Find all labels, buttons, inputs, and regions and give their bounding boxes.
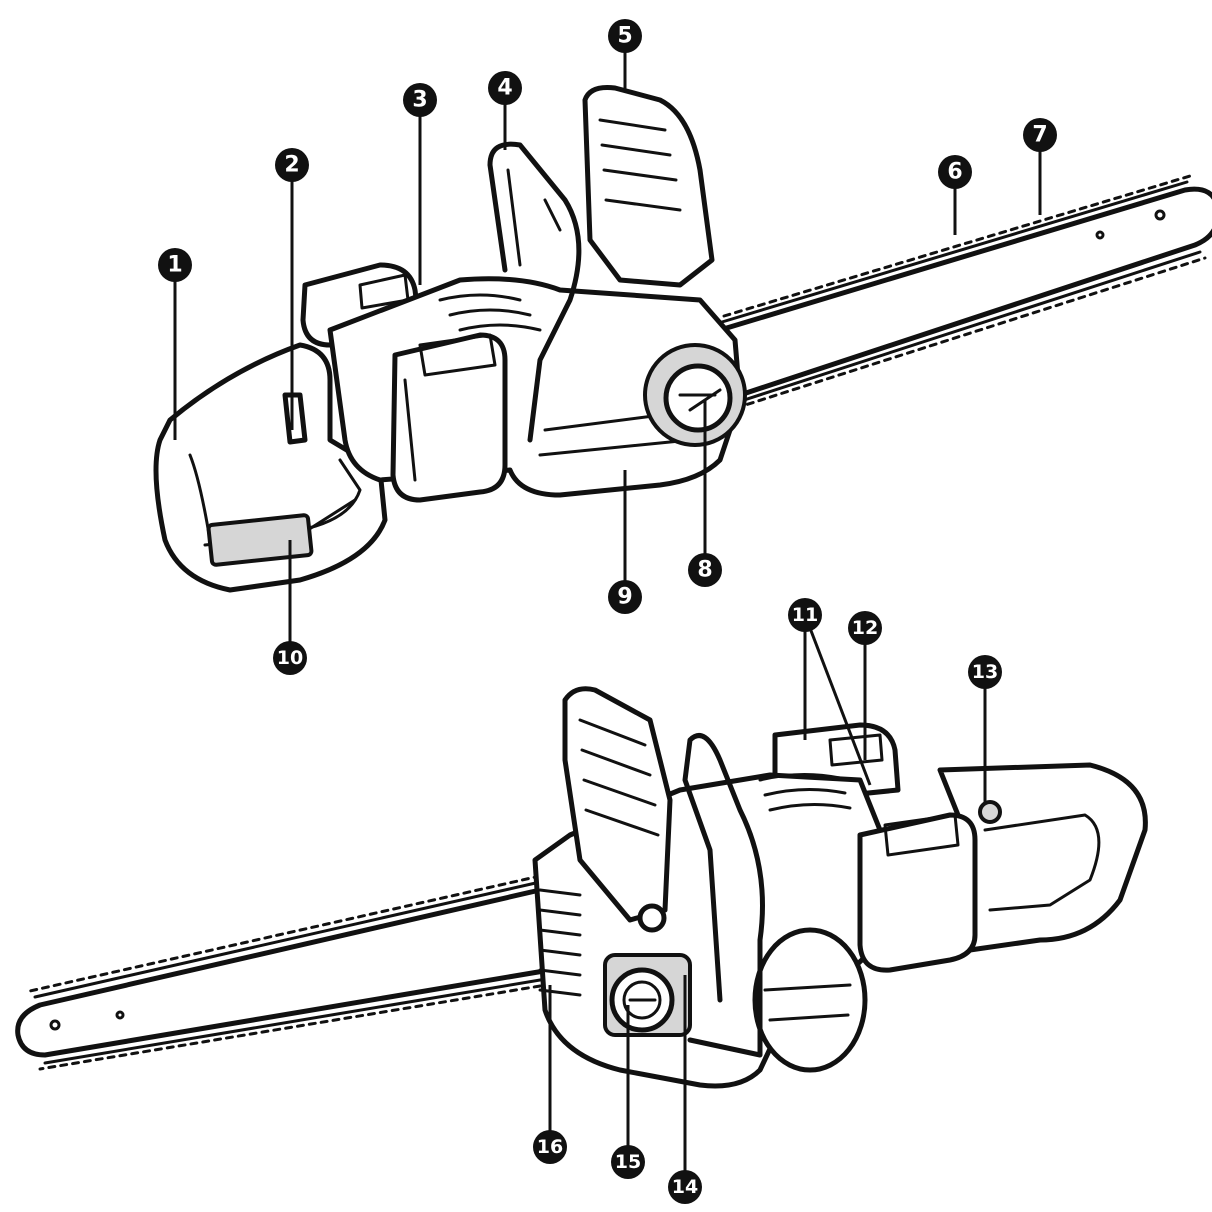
trigger-top (282, 392, 308, 445)
callout-11: 11 (788, 598, 822, 632)
chainsaw-bottom-view (15, 686, 1148, 1089)
tension-knob-bottom (603, 953, 692, 1037)
callout-11-label: 11 (792, 604, 818, 626)
rear-handle-top (153, 342, 388, 593)
callout-10: 10 (273, 641, 307, 675)
callout-15: 15 (611, 1145, 645, 1179)
battery-front-top (390, 332, 508, 503)
callout-14: 14 (668, 1170, 702, 1204)
callout-7: 7 (1023, 118, 1057, 152)
callout-13-label: 13 (972, 661, 998, 683)
callout-4-label: 4 (497, 76, 512, 101)
callout-12: 12 (848, 611, 882, 645)
guide-bar-bottom (15, 874, 554, 1071)
callout-7-label: 7 (1032, 123, 1047, 148)
callout-2: 2 (275, 148, 309, 182)
callout-5-label: 5 (617, 24, 632, 49)
callout-3: 3 (403, 83, 437, 117)
callout-15-label: 15 (615, 1151, 641, 1173)
sprocket-knob-top (643, 343, 747, 447)
callout-10-label: 10 (277, 647, 303, 669)
callout-9-label: 9 (617, 585, 632, 610)
callout-4: 4 (488, 71, 522, 105)
callout-6: 6 (938, 155, 972, 189)
callout-1-label: 1 (167, 253, 182, 278)
callout-14-label: 14 (672, 1176, 698, 1198)
callout-1: 1 (158, 248, 192, 282)
chain-brake-top (582, 85, 715, 288)
callout-9: 9 (608, 580, 642, 614)
front-handle-bottom (682, 733, 765, 1058)
battery-front-bottom (857, 812, 978, 973)
chainsaw-top-view (153, 85, 1212, 593)
lock-off-button-bottom (978, 800, 1002, 824)
front-handle-top (487, 141, 582, 443)
callout-12-label: 12 (852, 617, 878, 639)
leader-lines (173, 36, 1042, 1185)
motor-bulge-bottom (752, 927, 868, 1073)
callout-5: 5 (608, 19, 642, 53)
callout-16-label: 16 (537, 1136, 563, 1158)
callout-6-label: 6 (947, 160, 962, 185)
callout-3-label: 3 (412, 88, 427, 113)
callout-13: 13 (968, 655, 1002, 689)
guide-bar-top (717, 174, 1212, 410)
callout-8: 8 (688, 553, 722, 587)
callout-8-label: 8 (697, 558, 712, 583)
callout-2-label: 2 (284, 153, 299, 178)
callout-16: 16 (533, 1130, 567, 1164)
chain-brake-bottom (562, 686, 673, 933)
